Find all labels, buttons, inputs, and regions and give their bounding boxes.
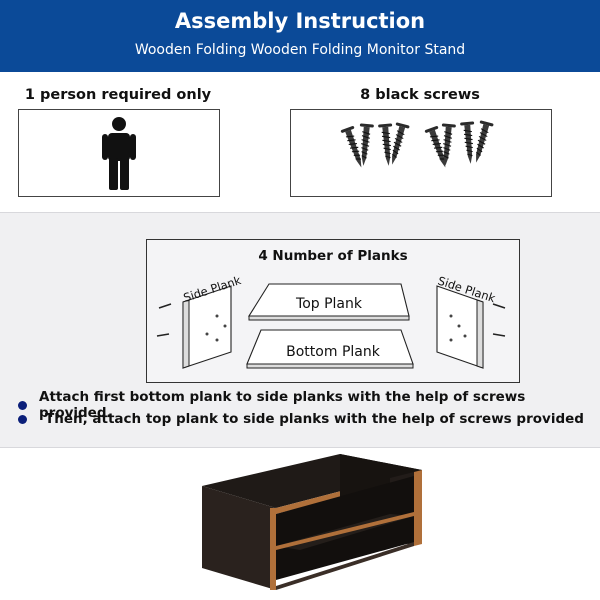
person-requirement-box — [18, 109, 220, 197]
planks-title: 4 Number of Planks — [258, 248, 408, 264]
header-banner: Assembly Instruction Wooden Folding Wood… — [0, 0, 600, 72]
instruction-text: Attach first bottom plank to side planks… — [39, 389, 526, 421]
person-requirement-label: 1 person required only — [24, 87, 212, 103]
instruction-item: Attach first bottom plank to side planks… — [18, 389, 600, 421]
bottom-plank — [246, 329, 414, 369]
assembly-panel: 4 Number of Planks Side Plank Top Plank — [0, 212, 600, 448]
assembled-stand-image — [202, 454, 422, 590]
screw-icon — [459, 120, 479, 166]
screws-requirement-label: 8 black screws — [360, 87, 480, 103]
bullet-icon — [18, 414, 27, 424]
side-plank-left — [156, 285, 232, 369]
screws-requirement-box — [290, 109, 552, 197]
page-subtitle: Wooden Folding Wooden Folding Monitor St… — [134, 42, 466, 58]
person-icon — [102, 117, 136, 190]
instruction-item: Then, attach top plank to side planks wi… — [18, 411, 584, 427]
top-plank-label: Top Plank — [295, 296, 363, 312]
bottom-plank-label: Bottom Plank — [286, 344, 381, 360]
page-title: Assembly Instruction — [174, 9, 426, 33]
planks-illustration: Side Plank Top Plank Bottom Plank — [156, 273, 506, 369]
side-plank-right — [436, 285, 506, 369]
screw-icon — [468, 119, 495, 165]
screws-group — [339, 119, 495, 171]
instruction-text: Then, attach top plank to side planks wi… — [45, 411, 584, 427]
top-plank — [248, 283, 410, 321]
planks-diagram: 4 Number of Planks Side Plank Top Plank — [146, 239, 520, 383]
bullet-icon — [18, 400, 27, 410]
